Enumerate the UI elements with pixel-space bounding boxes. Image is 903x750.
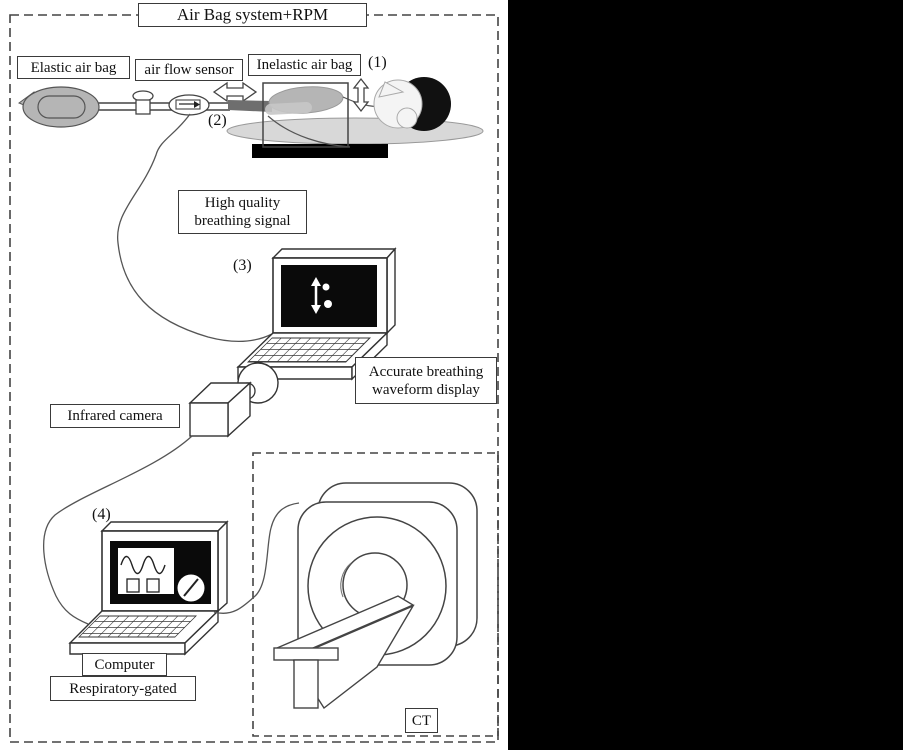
label-text: Elastic air bag bbox=[30, 59, 117, 76]
label-inelastic-air-bag: Inelastic air bag bbox=[248, 54, 361, 76]
gauge-hand bbox=[183, 578, 199, 597]
diagram-title: Air Bag system+RPM bbox=[138, 3, 367, 27]
marker-1: (1) bbox=[368, 54, 387, 71]
diagram-title-text: Air Bag system+RPM bbox=[176, 4, 329, 24]
patient-ear bbox=[396, 107, 418, 129]
ct-dashed-border bbox=[252, 452, 499, 737]
gate-pulse-1 bbox=[126, 578, 140, 593]
screen-arrow-up bbox=[311, 277, 321, 286]
torso-curve bbox=[267, 115, 351, 148]
label-text: Respiratory-gated bbox=[69, 680, 177, 697]
breathing-waveform bbox=[120, 555, 166, 575]
label-text: air flow sensor bbox=[144, 62, 234, 78]
gate-pulse-2 bbox=[146, 578, 160, 593]
label-line1: High quality bbox=[204, 195, 281, 211]
laptop4-lid-side bbox=[217, 520, 228, 613]
laptop4-lid-top bbox=[100, 521, 229, 532]
horizontal-motion-arrow bbox=[212, 81, 258, 103]
label-high-quality-signal: High quality breathing signal bbox=[178, 190, 307, 234]
sensor-cable bbox=[117, 113, 273, 342]
chest-region-box bbox=[262, 82, 349, 148]
label-accurate-waveform-display: Accurate breathing waveform display bbox=[355, 357, 497, 404]
table-block bbox=[252, 144, 388, 158]
label-computer: Computer bbox=[82, 653, 167, 676]
laptop3-lid-top bbox=[271, 248, 397, 259]
label-line1: Accurate breathing bbox=[368, 363, 484, 380]
laptop4-keyboard bbox=[78, 615, 197, 638]
laptop4-base-side bbox=[184, 609, 219, 656]
air-tube bbox=[97, 102, 230, 111]
elastic-air-bag bbox=[22, 86, 100, 128]
ct-table-pedestal bbox=[293, 659, 319, 709]
label-elastic-air-bag: Elastic air bag bbox=[17, 56, 130, 79]
laptop3-lid-side bbox=[386, 247, 396, 335]
flow-arrow-head bbox=[194, 101, 200, 108]
ct-table-footplate bbox=[273, 647, 339, 661]
label-line2: breathing signal bbox=[194, 213, 291, 229]
marker-2: (2) bbox=[208, 112, 227, 129]
label-line2: waveform display bbox=[372, 381, 480, 398]
elastic-bag-inner-line bbox=[37, 95, 86, 119]
camera-box-front bbox=[189, 402, 229, 437]
patient-nose bbox=[378, 81, 405, 98]
label-text: Computer bbox=[94, 656, 155, 673]
diagram-artwork bbox=[9, 14, 499, 743]
label-respiratory-gated: Respiratory-gated bbox=[50, 676, 196, 701]
connector-tube bbox=[228, 100, 272, 112]
tube-end-in-bag bbox=[265, 102, 313, 115]
camera-cable bbox=[43, 435, 193, 625]
marker-4: (4) bbox=[92, 506, 111, 523]
ct-bore-inner-arc bbox=[340, 562, 352, 598]
label-ct: CT bbox=[405, 708, 438, 733]
marker-3: (3) bbox=[233, 257, 252, 274]
screen-dot-lower bbox=[324, 300, 332, 308]
laptop3-screen bbox=[281, 265, 377, 327]
screen-dot-upper bbox=[322, 283, 330, 291]
label-infrared-camera: Infrared camera bbox=[50, 404, 180, 428]
patient-bed bbox=[226, 117, 484, 145]
gating-cable bbox=[213, 502, 300, 614]
letterbox-black-region bbox=[508, 0, 903, 750]
label-text: CT bbox=[411, 712, 432, 729]
label-text: Inelastic air bag bbox=[256, 57, 353, 73]
laptop3-keyboard bbox=[247, 337, 371, 363]
vertical-motion-arrow bbox=[352, 77, 370, 113]
screen-arrow-down bbox=[311, 305, 321, 314]
tube-valve-body bbox=[135, 99, 151, 115]
label-text: Infrared camera bbox=[67, 408, 163, 424]
label-air-flow-sensor: air flow sensor bbox=[135, 59, 243, 81]
